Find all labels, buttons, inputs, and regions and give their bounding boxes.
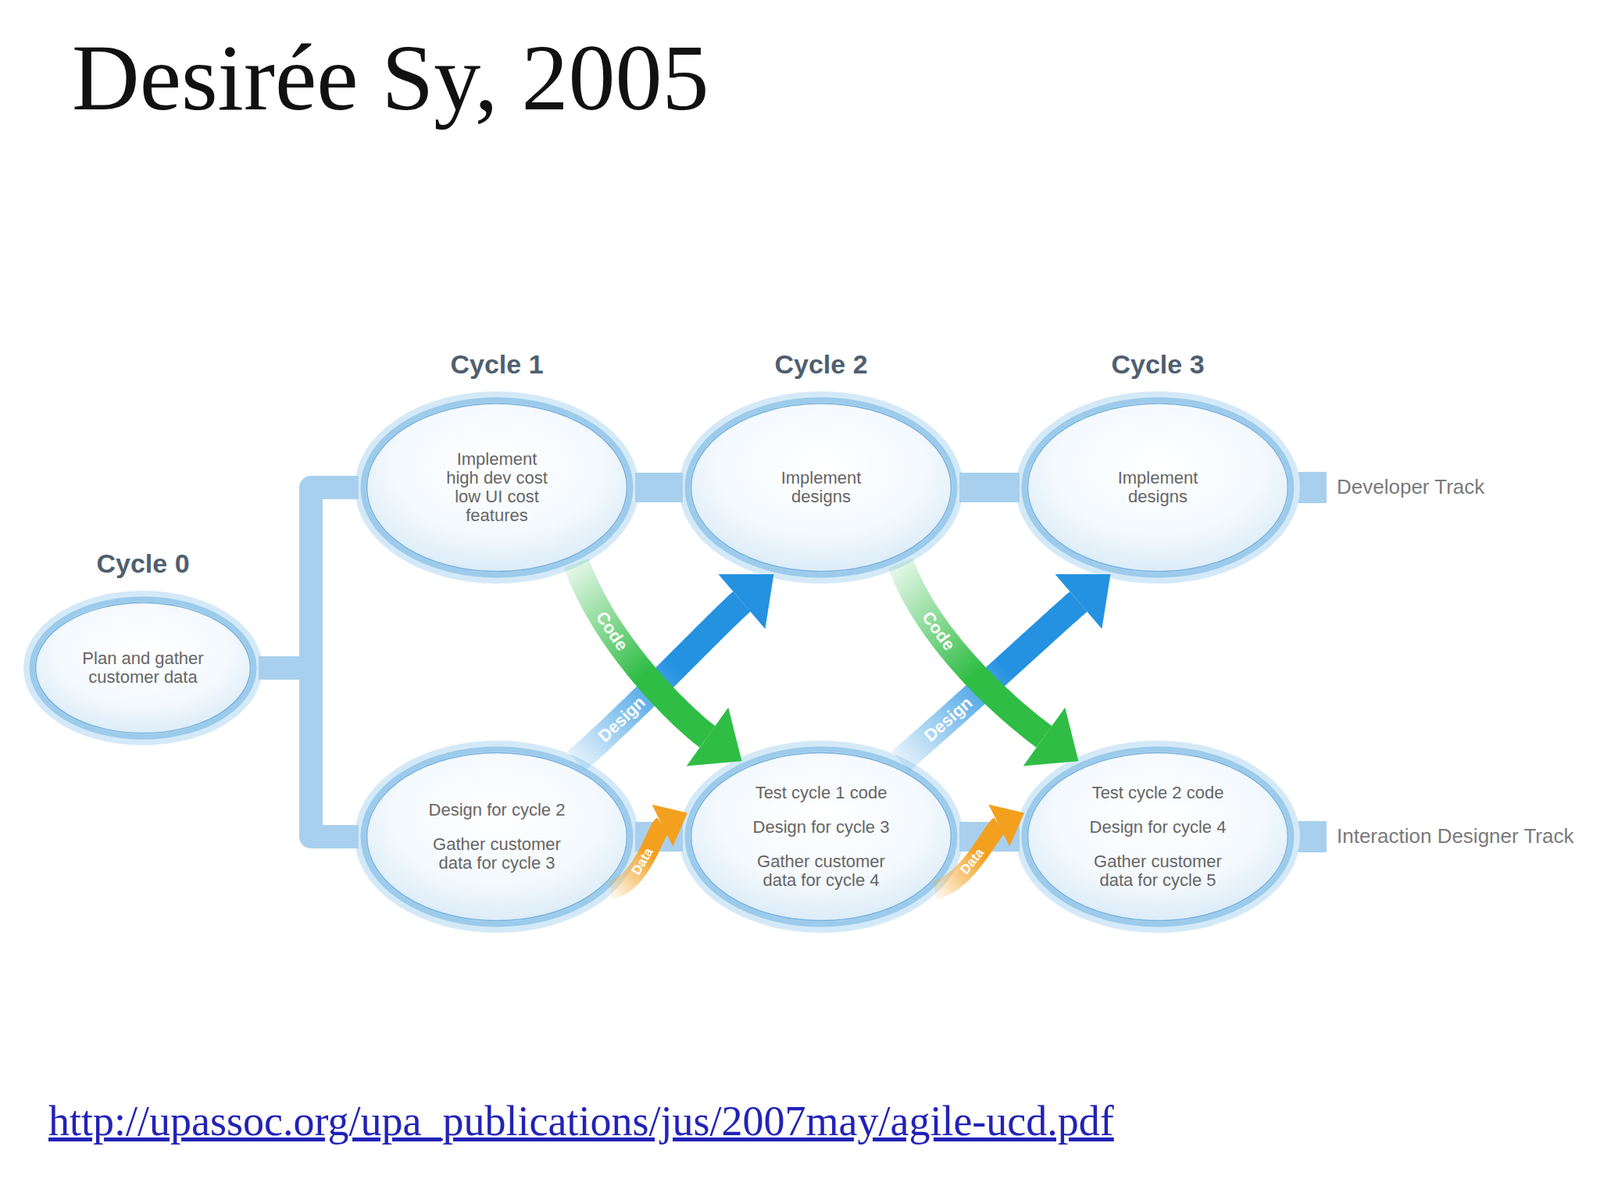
arrow-label-holder: Design <box>920 692 976 746</box>
ellipse-rim <box>687 749 955 925</box>
ellipse-shape: Plan and gather customer data <box>22 589 264 747</box>
ellipse-shape: Implement designs <box>1014 390 1301 585</box>
cycle-activity: Design for cycle 4 <box>1083 817 1233 837</box>
ellipse-inner-line <box>691 403 952 572</box>
ellipse-outline <box>678 739 965 934</box>
arrow-label-holder: Design <box>594 692 650 746</box>
arrow-label-holder: Data <box>957 846 988 878</box>
ellipse-outline <box>1014 739 1301 934</box>
cycle-activity: Test cycle 2 code <box>1083 783 1233 803</box>
connector-shaft <box>258 667 359 837</box>
ellipse-shape: Test cycle 2 codeDesign for cycle 4 Gathe… <box>1014 739 1301 934</box>
branch-connector <box>258 667 359 837</box>
cycle-activity: Implement designs <box>766 468 876 507</box>
arrow-head <box>651 804 688 847</box>
ellipse-shape: Test cycle 1 codeDesign for cycle 3 Gathe… <box>678 739 965 934</box>
ellipse-body: Plan and gather customer data <box>68 649 218 687</box>
track-label: Interaction Designer Track <box>1336 825 1574 849</box>
cycle-activity: Design for cycle 3 <box>746 817 896 837</box>
ellipse-body: Implement designs <box>766 468 876 507</box>
ellipse-halo <box>684 396 958 579</box>
ellipse-body: Design for cycle 2 Gather customer data f… <box>422 800 572 874</box>
arrow-label: Data <box>957 846 988 878</box>
ellipse-rim <box>687 400 955 575</box>
arrow-label-holder: Code <box>591 607 632 654</box>
cycle-heading: Cycle 1 <box>353 349 640 380</box>
cycle-node: Cycle 1 Implement high dev cost low UI co… <box>353 349 640 585</box>
ellipse-halo <box>684 746 958 928</box>
cycle-node: Design for cycle 2 Gather customer data f… <box>353 739 640 934</box>
ellipse-body: Implement high dev cost low UI cost feat… <box>442 450 552 526</box>
code-arrow <box>576 563 743 767</box>
cycle-activity: Gather customer data for cycle 4 <box>746 852 896 890</box>
ellipse-shape: Design for cycle 2 Gather customer data f… <box>353 739 640 934</box>
ellipse-rim <box>1024 400 1292 575</box>
cycle-node: Cycle 3 Implement designs <box>1014 349 1301 585</box>
ellipse-body: Test cycle 2 codeDesign for cycle 4 Gathe… <box>1083 783 1233 891</box>
arrow-label-holder: Data <box>629 845 658 878</box>
cycle-node: Cycle 0 Plan and gather customer data <box>22 548 264 747</box>
cycle-activity: Gather customer data for cycle 3 <box>422 835 572 873</box>
arrow-head <box>1055 574 1111 629</box>
arrow-head <box>686 707 743 767</box>
ellipse-inner-line <box>1028 753 1289 922</box>
ellipse-shape: Implement designs <box>678 390 965 585</box>
source-link: http://upassoc.org/upa_publications/jus/… <box>48 1100 1115 1143</box>
arrow-head <box>988 804 1025 847</box>
ellipse-halo <box>1021 396 1295 579</box>
ellipse-halo <box>360 746 634 928</box>
cycle-node: Cycle 2 Implement designs <box>678 349 965 585</box>
arrow-label: Design <box>920 692 976 746</box>
connector-shaft <box>959 472 1020 503</box>
arrow-label: Code <box>917 608 959 655</box>
ellipse-rim <box>1024 749 1292 925</box>
arrow-head <box>1023 707 1079 767</box>
ellipse-body: Implement designs <box>1103 468 1213 507</box>
ellipse-halo <box>28 596 258 740</box>
ellipse-rim <box>32 599 254 737</box>
arrow-label-holder: Code <box>917 608 959 655</box>
track-bar <box>959 487 1020 489</box>
ellipse-rim <box>363 749 631 925</box>
cycle-heading: Cycle 0 <box>22 548 264 579</box>
cycle-node: Test cycle 2 codeDesign for cycle 4 Gathe… <box>1014 739 1301 934</box>
ellipse-inner-line <box>35 603 251 734</box>
code-arrow <box>900 563 1079 767</box>
ellipse-body: Test cycle 1 codeDesign for cycle 3 Gathe… <box>746 783 896 891</box>
ellipse-halo <box>360 396 634 579</box>
cycle-activity: Design for cycle 2 <box>422 800 572 820</box>
cycle-node: Test cycle 1 codeDesign for cycle 3 Gathe… <box>678 739 965 934</box>
ellipse-inner-line <box>367 753 628 922</box>
arrow-label: Code <box>591 607 632 654</box>
ellipse-inner-line <box>691 753 952 922</box>
connector-shaft <box>258 487 359 668</box>
arrow-label: Design <box>594 692 650 746</box>
cycle-activity: Implement designs <box>1103 468 1213 507</box>
cycle-activity: Test cycle 1 code <box>746 783 896 803</box>
branch-connector <box>258 487 359 668</box>
cycle-activity: Implement high dev cost low UI cost feat… <box>442 450 552 526</box>
cycle-heading: Cycle 3 <box>1014 349 1301 380</box>
cycle-activity: Plan and gather customer data <box>68 649 218 687</box>
connector-shaft <box>635 472 683 503</box>
ellipse-inner-line <box>1028 403 1289 572</box>
ellipse-halo <box>1021 746 1295 928</box>
arrow-label: Data <box>629 845 658 878</box>
cycle-heading: Cycle 2 <box>678 349 965 380</box>
track-bar <box>635 487 683 489</box>
track-label: Developer Track <box>1336 475 1485 500</box>
ellipse-rim <box>363 400 631 575</box>
slide-title: Desirée Sy, 2005 <box>71 31 709 125</box>
ellipse-inner-line <box>367 403 628 572</box>
cycle-activity: Gather customer data for cycle 5 <box>1083 852 1233 890</box>
ellipse-shape: Implement high dev cost low UI cost feat… <box>353 390 640 585</box>
arrow-head <box>718 574 775 629</box>
